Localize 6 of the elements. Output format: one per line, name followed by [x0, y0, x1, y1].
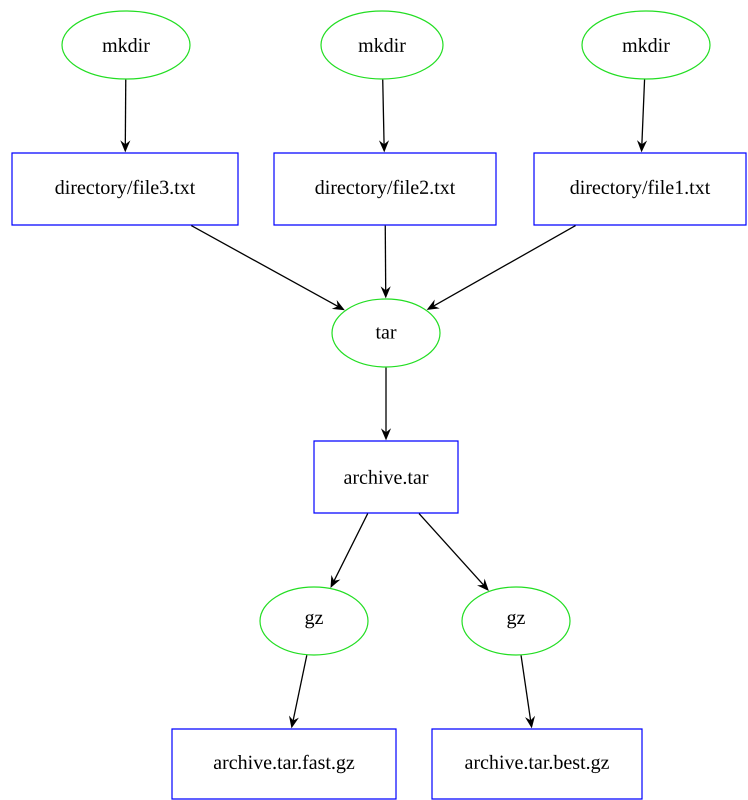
file-box: archive.tar.fast.gz [171, 728, 397, 800]
file-box: directory/file2.txt [273, 152, 497, 226]
file-box: directory/file1.txt [533, 152, 747, 226]
file-box: archive.tar.best.gz [431, 728, 643, 800]
file-box: directory/file3.txt [11, 152, 239, 226]
file-box: archive.tar [313, 440, 459, 514]
